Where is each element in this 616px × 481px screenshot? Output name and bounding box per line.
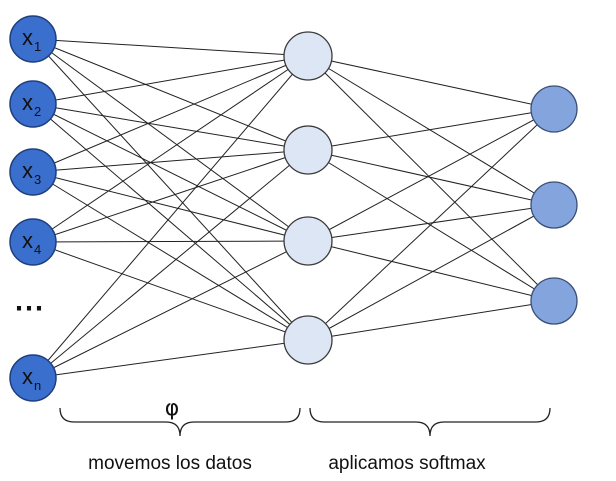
- hidden-node-3: [283, 216, 333, 266]
- input-label-2: x: [22, 90, 33, 115]
- input-subscript-2: 2: [34, 104, 41, 119]
- edge-input-2-hidden-1: [32, 55, 309, 105]
- input-node-4: [9, 218, 57, 266]
- caption-left: movemos los datos: [88, 453, 252, 474]
- phi-symbol: φ: [165, 396, 180, 421]
- edge-input-1-hidden-2: [32, 38, 309, 151]
- edge-input-2-hidden-4: [32, 103, 309, 341]
- input-label-1: x: [22, 25, 33, 50]
- input-label-4: x: [22, 228, 33, 253]
- edge-hidden-1-output-3: [307, 55, 555, 302]
- output-node-3: [530, 277, 578, 325]
- edge-input-1-hidden-3: [32, 38, 309, 242]
- edge-input-4-hidden-4: [32, 241, 309, 341]
- edge-hidden-3-output-1: [307, 108, 555, 242]
- input-subscript-3: 3: [34, 172, 41, 187]
- edge-input-5-hidden-1: [32, 55, 309, 379]
- input-subscript-1: 1: [34, 39, 41, 54]
- input-subscript-4: 4: [34, 242, 41, 257]
- hidden-node-4: [283, 315, 333, 365]
- input-node-3: [9, 148, 57, 196]
- edge-hidden-3-output-3: [307, 240, 555, 302]
- output-node-2: [530, 181, 578, 229]
- input-label-n: x: [22, 364, 33, 389]
- edge-input-5-hidden-3: [32, 240, 309, 379]
- hidden-node-1: [283, 31, 333, 81]
- connections: [32, 38, 555, 379]
- input-node-n: [9, 354, 57, 402]
- input-label-3: x: [22, 158, 33, 183]
- output-node-1: [530, 85, 578, 133]
- edge-hidden-2-output-1: [307, 108, 555, 151]
- edge-input-5-hidden-2: [32, 149, 309, 379]
- hidden-node-2: [283, 125, 333, 175]
- edge-input-3-hidden-3: [32, 171, 309, 242]
- edge-input-1-hidden-4: [32, 38, 309, 341]
- edge-input-3-hidden-2: [32, 149, 309, 173]
- edge-input-2-hidden-2: [32, 103, 309, 151]
- left-brace: [59, 407, 301, 437]
- input-node-1: [9, 15, 57, 63]
- edge-input-4-hidden-3: [32, 240, 309, 243]
- edge-hidden-4-output-2: [307, 204, 555, 341]
- edge-hidden-3-output-2: [307, 204, 555, 242]
- edge-input-2-hidden-3: [32, 103, 309, 242]
- caption-right: aplicamos softmax: [328, 453, 486, 474]
- input-subscript-n: n: [34, 378, 41, 393]
- edge-hidden-2-output-2: [307, 149, 555, 206]
- edge-input-3-hidden-4: [32, 171, 309, 341]
- edge-hidden-4-output-3: [307, 300, 555, 341]
- edge-input-3-hidden-1: [32, 55, 309, 173]
- edge-hidden-1-output-2: [307, 55, 555, 206]
- edge-input-1-hidden-1: [32, 38, 309, 57]
- edge-hidden-1-output-1: [307, 55, 555, 110]
- edge-input-4-hidden-2: [32, 149, 309, 243]
- edge-input-4-hidden-1: [32, 55, 309, 243]
- right-brace: [309, 407, 551, 437]
- edge-hidden-4-output-1: [307, 108, 555, 341]
- input-node-2: [9, 80, 57, 128]
- edge-input-5-hidden-4: [32, 339, 309, 379]
- edge-hidden-2-output-3: [307, 149, 555, 302]
- ellipsis: ⋯: [14, 292, 46, 325]
